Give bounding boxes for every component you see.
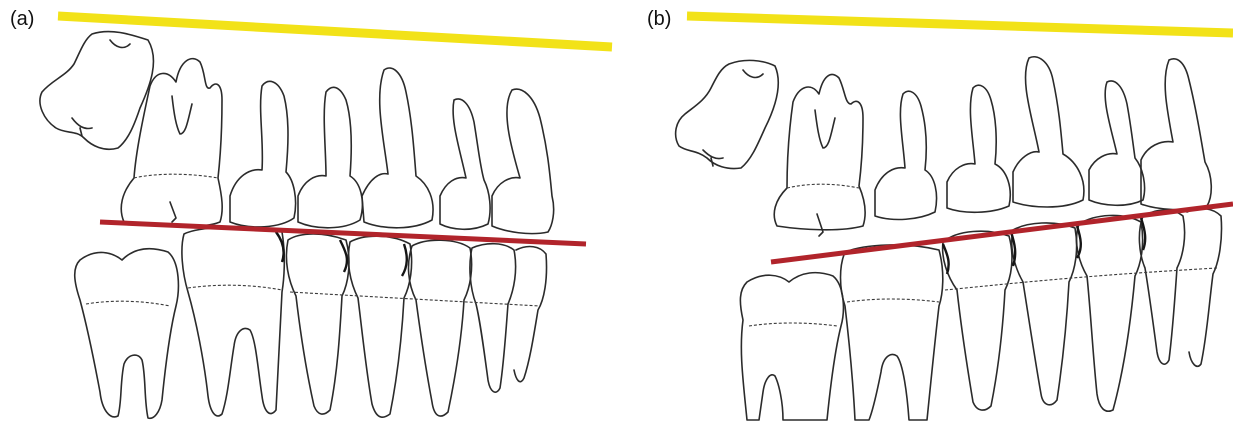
lower-first-molar-cej-b [847,299,939,302]
occlusal-plane-line-b [771,204,1233,262]
lower-first-molar-cej-a [188,285,282,290]
panel-b-drawing [617,0,1233,425]
lower-incisors-a [470,244,516,392]
upper-premolar-2-a [298,87,362,227]
upper-molar-a [121,59,222,227]
molar-groove-b [743,70,763,77]
upper-lateral-incisor-b [1089,81,1145,205]
occlusal-plane-line-a [100,222,586,244]
lower-first-molar-a [182,228,284,416]
upper-premolar-2-b [947,85,1010,212]
panel-a-drawing [0,0,616,425]
lower-canine-b [1077,215,1143,411]
reference-line-b [687,16,1233,33]
molar-fissure-b [817,214,823,236]
upper-lateral-incisor-a [440,99,490,229]
lower-molar-cej-a [86,301,170,306]
molar-root-inner-a [172,96,192,134]
lower-incisor-front-b [1187,209,1222,367]
molar-cej-b [787,184,859,188]
lower-premolar-2-b [1012,223,1077,405]
upper-central-incisor-b [1141,59,1211,210]
molar-root-inner-b [815,110,835,148]
upper-third-molar-a [40,32,154,150]
upper-canine-a [362,68,433,228]
panel-a: (a) [0,0,616,425]
molar-groove-a [110,40,130,47]
upper-canine-b [1013,57,1084,207]
lower-premolar-1-b [943,231,1012,410]
upper-premolar-1-b [875,91,937,219]
upper-central-incisor-a [492,89,554,233]
upper-premolar-1-a [230,81,296,227]
molar-cej-a [134,174,218,178]
lower-molar-left-a [75,249,179,419]
panel-b: (b) [617,0,1233,425]
lower-molar-cej-b [749,323,837,326]
lower-cej-line-a [290,292,540,306]
upper-molar-b [774,75,865,230]
lower-canine-a [409,240,472,416]
reference-line-a [58,16,612,47]
upper-third-molar-b [676,60,779,168]
lower-premolar-2-a [348,236,411,417]
lower-first-molar-b [841,245,943,420]
molar-fissure-a [170,202,176,222]
lower-incisors-b [1139,210,1184,364]
lower-premolar-1-a [286,234,349,414]
lower-incisor-front-a [514,247,547,382]
lower-molar-left-b [740,273,843,420]
